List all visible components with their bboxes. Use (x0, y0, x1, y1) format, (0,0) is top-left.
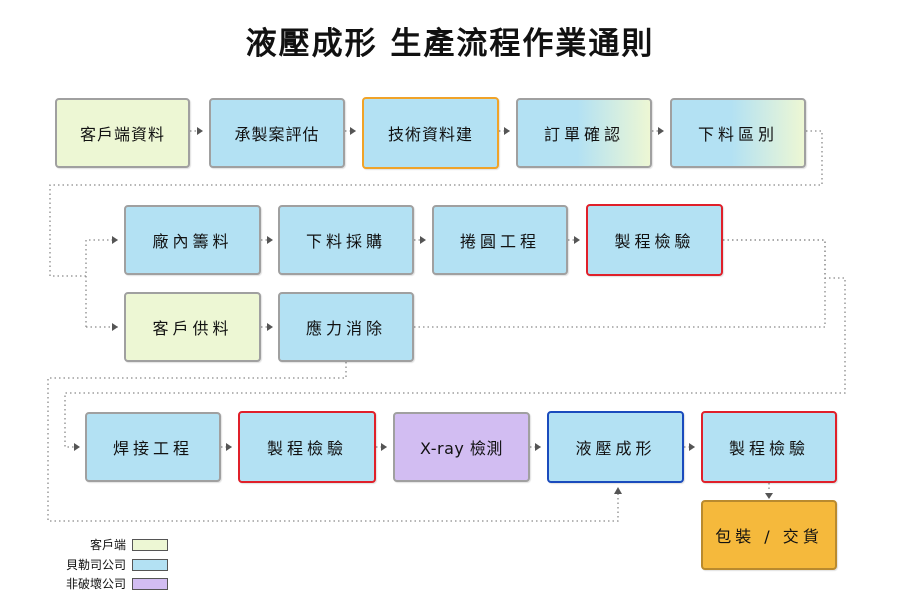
step-process-inspection-1: 製程檢驗 (586, 204, 723, 276)
legend-label-client: 客戶端 (89, 538, 126, 552)
step-stress-relief: 應力消除 (278, 292, 414, 362)
step-welding: 焊接工程 (85, 412, 221, 482)
legend-item-ndt: 非破壞公司 (48, 575, 168, 592)
step-hydroforming: 液壓成形 (547, 411, 684, 483)
step-cutting-split: 下料區別 (670, 98, 806, 168)
step-xray-test: X-ray 檢測 (393, 412, 530, 482)
legend-item-vendor: 貝勒司公司 (48, 556, 168, 573)
legend-swatch-ndt (132, 577, 168, 590)
step-customer-supplied: 客戶供料 (124, 292, 261, 362)
step-process-inspection-2: 製程檢驗 (238, 411, 376, 483)
step-client-data: 客戶端資料 (55, 98, 190, 168)
step-material-purchase: 下料採購 (278, 205, 414, 275)
step-order-evaluation: 承製案評估 (209, 98, 345, 168)
legend-item-client: 客戶端 (48, 536, 168, 553)
legend-swatch-client (132, 538, 168, 551)
step-technical-data: 技術資料建 (362, 97, 499, 169)
diagram-title: 液壓成形 生產流程作業通則 (245, 26, 655, 62)
step-order-confirm: 訂單確認 (516, 98, 652, 168)
legend-label-ndt: 非破壞公司 (65, 577, 126, 591)
step-in-house-materials: 廠內籌料 (124, 205, 261, 275)
legend-swatch-vendor (132, 558, 168, 571)
step-process-inspection-3: 製程檢驗 (701, 411, 837, 483)
step-packing-delivery: 包裝 / 交貨 (701, 500, 837, 570)
legend-label-vendor: 貝勒司公司 (65, 558, 126, 572)
step-rolling: 捲圓工程 (432, 205, 568, 275)
